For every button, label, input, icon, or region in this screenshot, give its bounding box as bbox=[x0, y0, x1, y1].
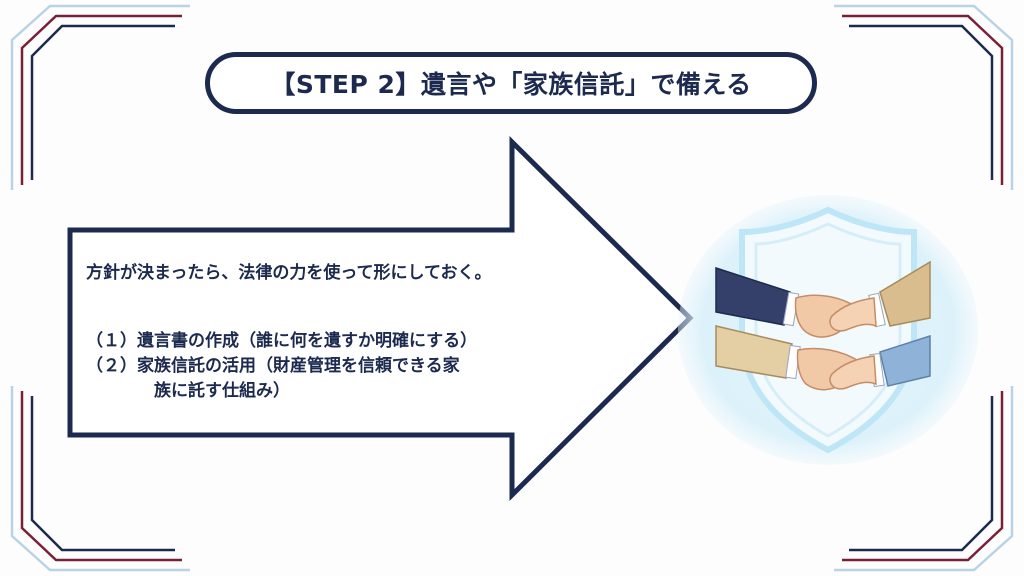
list-item-1: （１）遺言書の作成（誰に何を遺すか明確にする） bbox=[86, 330, 477, 352]
page-title: 【STEP 2】遺言や「家族信託」で備える bbox=[270, 70, 752, 99]
list-item-2: （２）家族信託の活用（財産管理を信頼できる家 bbox=[86, 355, 460, 377]
list-item-1-marker: （１） bbox=[86, 331, 137, 351]
handshake-top bbox=[715, 260, 931, 338]
list-item-2-text: 家族信託の活用（財産管理を信頼できる家 bbox=[137, 356, 460, 376]
corner-frame-bottom-left bbox=[10, 386, 190, 572]
list-item-2-continuation: 族に託す仕組み） bbox=[154, 381, 290, 401]
intro-text: 方針が決まったら、法律の力を使って形にしておく。 bbox=[86, 263, 492, 283]
corner-frame-top-right bbox=[834, 4, 1014, 190]
corner-frame-bottom-right bbox=[834, 386, 1014, 572]
list-item-1-text: 遺言書の作成（誰に何を遺すか明確にする） bbox=[137, 331, 478, 351]
list-item-2-marker: （２） bbox=[86, 356, 137, 376]
handshake-bottom bbox=[715, 325, 931, 391]
corner-frame-top-left bbox=[10, 4, 190, 190]
title-banner: 【STEP 2】遺言や「家族信託」で備える bbox=[205, 52, 817, 114]
